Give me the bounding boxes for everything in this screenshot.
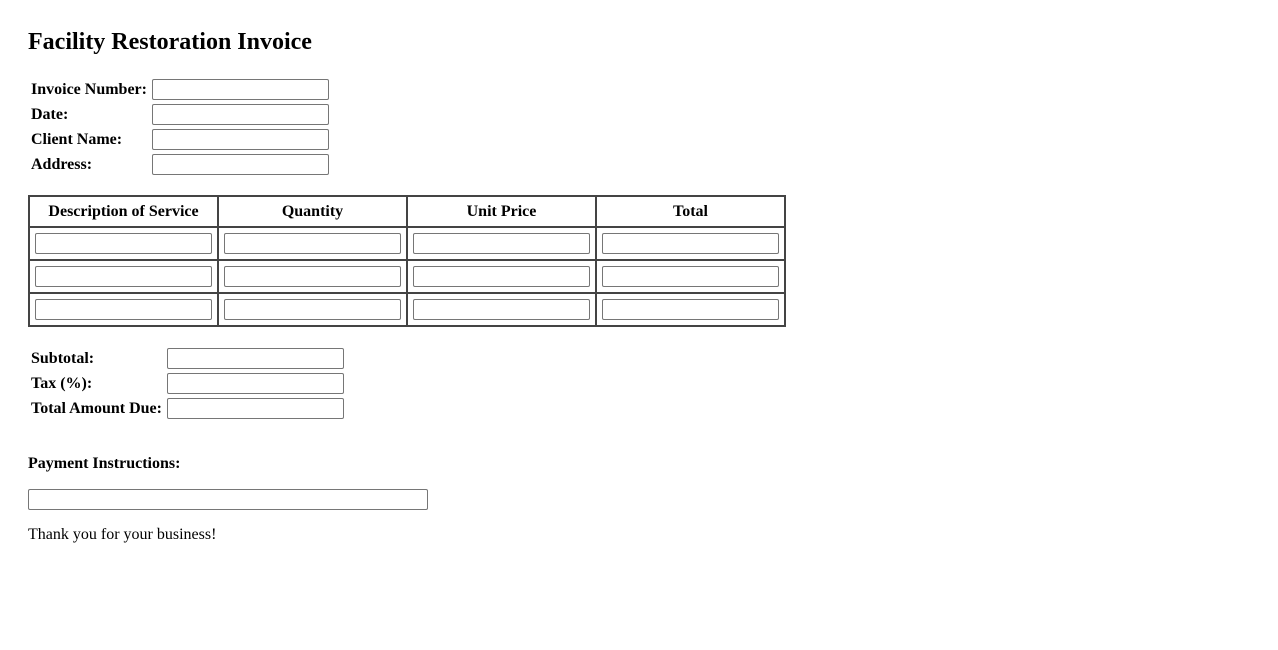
totals-table: Subtotal: Tax (%): Total Amount Due: bbox=[28, 345, 347, 422]
table-cell bbox=[406, 292, 597, 327]
subtotal-row: Subtotal: bbox=[30, 347, 345, 370]
table-cell bbox=[217, 259, 408, 294]
quantity-input[interactable] bbox=[224, 299, 401, 320]
header-quantity: Quantity bbox=[217, 195, 408, 228]
client-name-cell bbox=[151, 128, 330, 151]
date-input[interactable] bbox=[151, 104, 329, 125]
unit-price-input[interactable] bbox=[413, 299, 590, 320]
table-cell bbox=[28, 259, 219, 294]
unit-price-input[interactable] bbox=[413, 266, 590, 287]
payment-instructions-label: Payment Instructions: bbox=[28, 455, 181, 472]
table-cell bbox=[28, 226, 219, 261]
tax-row: Tax (%): bbox=[30, 372, 345, 395]
quantity-input[interactable] bbox=[224, 233, 401, 254]
page-title: Facility Restoration Invoice bbox=[28, 29, 312, 55]
date-cell bbox=[151, 103, 330, 126]
table-row bbox=[28, 292, 786, 327]
table-cell bbox=[595, 259, 786, 294]
invoice-number-label: Invoice Number: bbox=[31, 80, 147, 98]
subtotal-label: Subtotal: bbox=[31, 349, 95, 367]
subtotal-input[interactable] bbox=[166, 348, 344, 369]
client-name-input[interactable] bbox=[151, 129, 329, 150]
total-due-cell bbox=[166, 397, 345, 420]
address-input[interactable] bbox=[151, 154, 329, 175]
line-total-input[interactable] bbox=[602, 299, 779, 320]
tax-cell bbox=[166, 372, 345, 395]
total-due-input[interactable] bbox=[166, 398, 344, 419]
table-cell bbox=[595, 292, 786, 327]
table-cell bbox=[406, 226, 597, 261]
table-cell bbox=[28, 292, 219, 327]
tax-input[interactable] bbox=[166, 373, 344, 394]
header-total: Total bbox=[595, 195, 786, 228]
table-cell bbox=[595, 226, 786, 261]
description-input[interactable] bbox=[35, 266, 212, 287]
unit-price-input[interactable] bbox=[413, 233, 590, 254]
invoice-number-input[interactable] bbox=[151, 79, 329, 100]
client-name-row: Client Name: bbox=[30, 128, 330, 151]
quantity-input[interactable] bbox=[224, 266, 401, 287]
line-total-input[interactable] bbox=[602, 233, 779, 254]
invoice-number-cell bbox=[151, 78, 330, 101]
header-description: Description of Service bbox=[28, 195, 219, 228]
payment-instructions-input[interactable] bbox=[28, 489, 428, 510]
date-label: Date: bbox=[31, 105, 69, 123]
services-header-row: Description of Service Quantity Unit Pri… bbox=[28, 195, 786, 228]
invoice-number-row: Invoice Number: bbox=[30, 78, 330, 101]
address-row: Address: bbox=[30, 153, 330, 176]
table-row bbox=[28, 259, 786, 294]
table-cell bbox=[217, 226, 408, 261]
header-unit-price: Unit Price bbox=[406, 195, 597, 228]
table-row bbox=[28, 226, 786, 261]
subtotal-cell bbox=[166, 347, 345, 370]
description-input[interactable] bbox=[35, 299, 212, 320]
thank-you-text: Thank you for your business! bbox=[28, 526, 217, 543]
invoice-info-table: Invoice Number: Date: Client Name: Addre… bbox=[28, 76, 332, 178]
total-due-label: Total Amount Due: bbox=[31, 399, 162, 417]
address-label: Address: bbox=[31, 155, 93, 173]
tax-label: Tax (%): bbox=[31, 374, 93, 392]
table-cell bbox=[217, 292, 408, 327]
total-due-row: Total Amount Due: bbox=[30, 397, 345, 420]
address-cell bbox=[151, 153, 330, 176]
description-input[interactable] bbox=[35, 233, 212, 254]
line-total-input[interactable] bbox=[602, 266, 779, 287]
client-name-label: Client Name: bbox=[31, 130, 123, 148]
date-row: Date: bbox=[30, 103, 330, 126]
services-table: Description of Service Quantity Unit Pri… bbox=[28, 195, 786, 327]
table-cell bbox=[406, 259, 597, 294]
